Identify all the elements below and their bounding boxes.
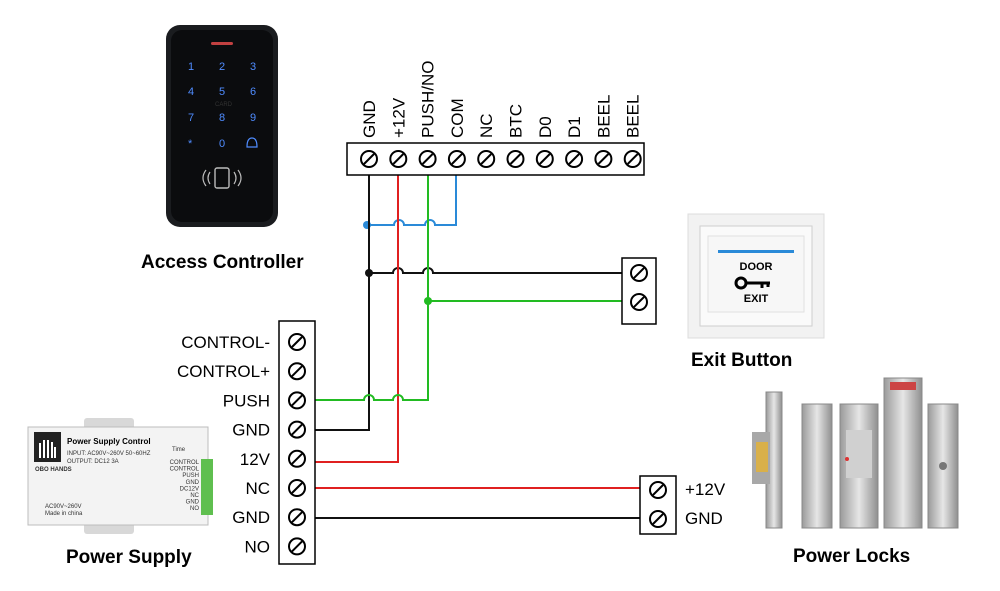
rfid-icon — [202, 167, 242, 189]
controller-terminal-screw — [594, 150, 613, 168]
ps-device-ac: AC90V~260V — [45, 504, 82, 510]
lock-terminal-screw-2 — [649, 510, 667, 528]
ps-terminal-block — [278, 320, 316, 565]
power-locks-caption: Power Locks — [793, 546, 910, 567]
bell-icon — [246, 137, 258, 148]
ps-device-term-label: CONTROL — [170, 467, 200, 473]
ps-device-input: INPUT: AC90V~260V 50~60HZ — [67, 451, 151, 457]
ps-device-time: Time — [172, 447, 186, 453]
ps-brand: OBO HANDS — [35, 467, 72, 473]
controller-terminal-label: NC — [477, 113, 496, 138]
ps-terminal-label: CONTROL- — [181, 333, 270, 352]
ps-terminal-screw — [288, 537, 306, 556]
key-7: 7 — [188, 112, 194, 124]
key-6: 6 — [250, 86, 256, 98]
ps-device-term-label: NC — [190, 493, 199, 499]
gnd-wire — [315, 172, 370, 431]
controller-terminal-screw — [447, 150, 466, 168]
push-wire — [315, 172, 429, 401]
hand-logo-icon — [39, 440, 56, 458]
key-4: 4 — [188, 86, 194, 98]
controller-terminal-label: BEEL — [624, 95, 643, 138]
key-9: 9 — [250, 112, 256, 124]
ps-terminal-label: NC — [245, 479, 270, 498]
access-controller-device: 1 2 3 4 5 6 CARD 7 8 9 * 0 — [166, 25, 278, 227]
power-supply-caption: Power Supply — [66, 547, 192, 568]
key-2: 2 — [219, 61, 225, 73]
exit-gnd-wire — [369, 267, 622, 274]
power-locks-device — [752, 377, 959, 529]
ps-device-term-label: DC12V — [180, 486, 199, 492]
exit-button-caption: Exit Button — [691, 350, 792, 371]
controller-terminal-screw — [360, 150, 378, 168]
controller-terminal-label: D1 — [565, 116, 584, 138]
lock-terminal-label-1: +12V — [685, 480, 726, 499]
controller-terminal-screw — [418, 150, 437, 168]
ps-device-term-label: NO — [190, 506, 199, 512]
ps-terminal-label: GND — [232, 508, 270, 527]
ps-device-made: Made in china — [45, 511, 83, 517]
access-controller-caption: Access Controller — [141, 252, 304, 273]
key-5: 5 — [219, 86, 225, 98]
v12-wire — [315, 172, 399, 463]
lock-terminal-screw-1 — [649, 481, 667, 499]
ps-terminal-screw — [288, 362, 306, 381]
ps-terminal-screw — [288, 449, 306, 468]
ps-terminal-screw — [288, 508, 306, 527]
ps-terminal-screw — [288, 391, 306, 410]
key-0: 0 — [219, 138, 225, 150]
controller-terminal-label: BEEL — [594, 95, 613, 138]
exit-exit-text: EXIT — [744, 293, 769, 305]
exit-terminal-screw-2 — [630, 293, 648, 311]
controller-terminal-label: PUSH/NO — [419, 61, 438, 138]
ps-terminal-screw — [288, 420, 306, 439]
ps-terminal-screw — [288, 479, 306, 497]
controller-terminal-label: COM — [448, 98, 467, 138]
controller-terminal-screw — [477, 150, 496, 168]
ps-device-term-label: GND — [186, 480, 200, 486]
exit-button-device: DOOR EXIT — [687, 213, 825, 339]
com-wire — [367, 172, 457, 226]
ps-terminal-label: GND — [232, 421, 270, 440]
ps-terminal-label: PUSH — [223, 391, 270, 410]
key-1: 1 — [188, 61, 194, 73]
ps-device-title: Power Supply Control — [67, 437, 151, 446]
key-8: 8 — [219, 112, 225, 124]
key-3: 3 — [250, 61, 256, 73]
exit-door-text: DOOR — [740, 261, 773, 273]
lock-terminal-label-2: GND — [685, 509, 723, 528]
push-junction — [424, 297, 432, 305]
ps-terminal-label: 12V — [240, 450, 271, 469]
exit-terminal-screw-1 — [630, 264, 648, 282]
power-supply-device: OBO HANDS Power Supply Control INPUT: AC… — [27, 418, 213, 534]
controller-terminal-label: +12V — [389, 97, 408, 138]
ps-device-term-label: CONTROL — [170, 460, 200, 466]
gnd-junction — [365, 269, 373, 277]
ps-terminal-label: CONTROL+ — [177, 362, 270, 381]
ps-device-term-label: GND — [186, 500, 200, 506]
controller-terminal-screw — [506, 150, 525, 168]
controller-terminal-label: GND — [360, 100, 379, 138]
controller-terminal-screw — [623, 150, 642, 168]
controller-terminal-screw — [565, 150, 584, 168]
controller-terminal-screw — [535, 150, 554, 168]
key-icon — [734, 276, 770, 290]
ps-device-output: OUTPUT: DC12 3A — [67, 459, 119, 465]
card-label: CARD — [215, 102, 233, 108]
ps-terminal-label: NO — [245, 537, 271, 556]
ps-device-term-label: PUSH — [182, 473, 199, 479]
key-star: * — [188, 138, 193, 150]
controller-terminal-screw — [389, 150, 408, 168]
controller-terminal-label: BTC — [507, 104, 526, 138]
ps-terminal-screw — [288, 333, 306, 351]
controller-terminal-label: D0 — [536, 116, 555, 138]
